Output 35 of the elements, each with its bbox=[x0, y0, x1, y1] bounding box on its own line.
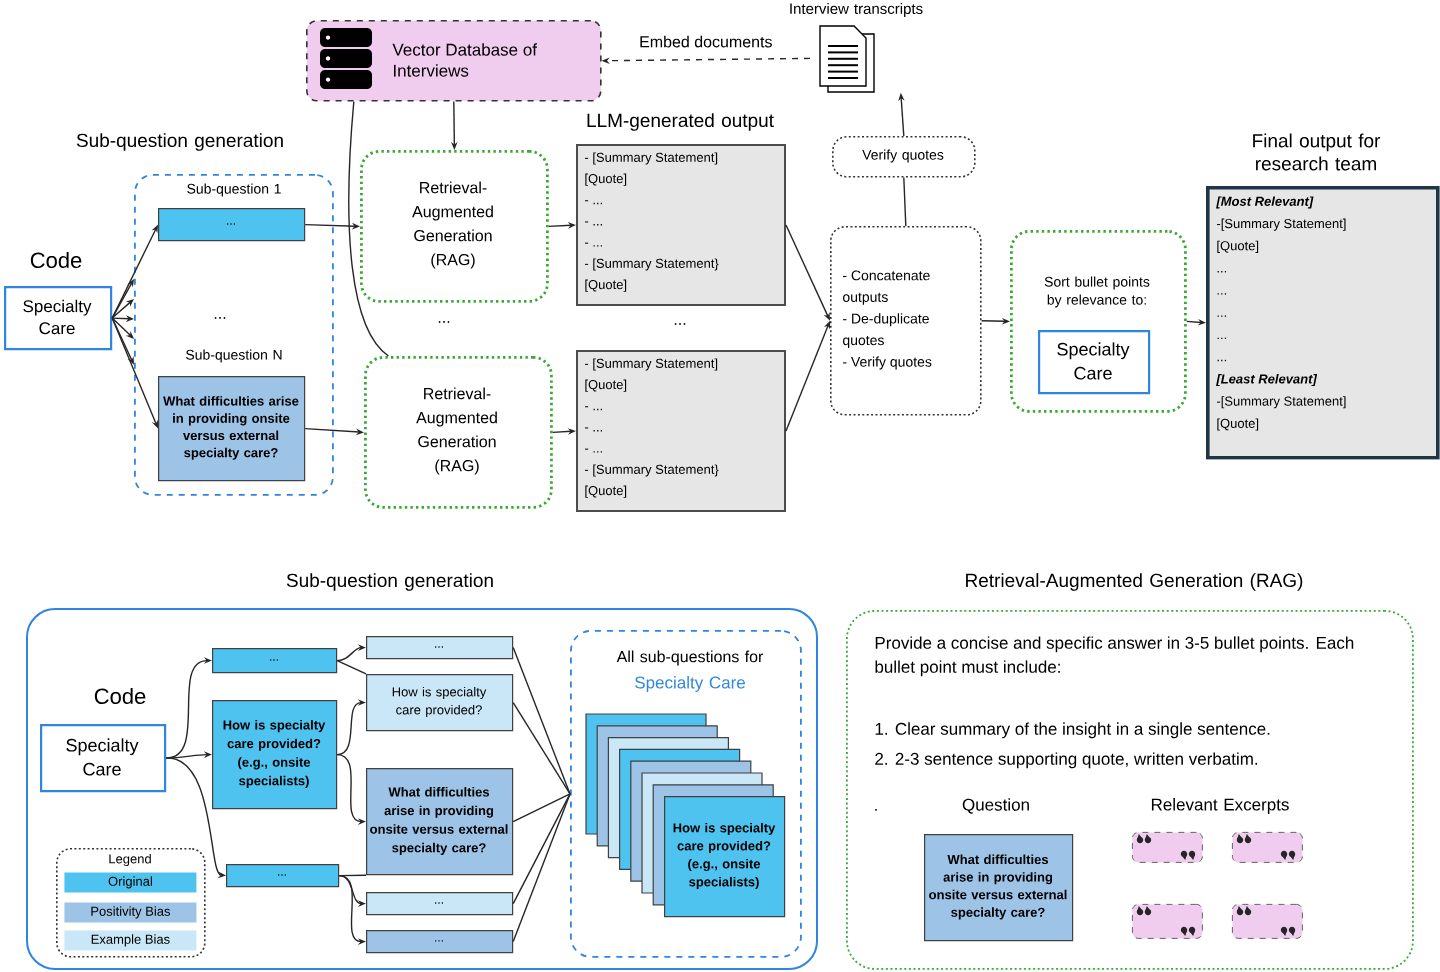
rag-box: Retrieval-Augmented Generation (RAG) bbox=[360, 150, 549, 303]
section-title: Sub-question generation bbox=[286, 573, 493, 591]
section-title: Sub-question generation bbox=[76, 133, 283, 151]
connector-line bbox=[512, 793, 571, 905]
code-box: Specialty Care bbox=[4, 286, 113, 351]
heading: Code bbox=[94, 687, 146, 705]
connector-line bbox=[512, 793, 571, 943]
panel bbox=[26, 608, 818, 970]
code-box: Specialty Care bbox=[40, 724, 167, 793]
connector-line bbox=[338, 874, 367, 877]
excerpt-box bbox=[1232, 904, 1303, 939]
excerpt-box bbox=[1232, 832, 1303, 863]
arrow bbox=[111, 317, 134, 339]
connector-line bbox=[336, 659, 367, 675]
caption: Relevant Excerpts bbox=[1151, 798, 1289, 814]
dashed-group bbox=[134, 174, 334, 496]
connector-line bbox=[348, 100, 390, 357]
connector-line bbox=[512, 793, 571, 823]
edge-label: Embed documents bbox=[637, 33, 775, 50]
connector-line bbox=[512, 701, 571, 795]
ellipsis: ... bbox=[214, 317, 226, 319]
heading: Final output for research team bbox=[1253, 133, 1381, 171]
section-title: Retrieval-Augmented Generation (RAG) bbox=[966, 573, 1303, 591]
dot-mark: . bbox=[875, 809, 877, 811]
heading: Code bbox=[30, 251, 82, 269]
connector-line bbox=[512, 646, 571, 795]
excerpt-box bbox=[1132, 904, 1203, 939]
code-box: Specialty Care bbox=[1038, 330, 1151, 395]
rag-box: Retrieval-Augmented Generation (RAG) bbox=[364, 356, 553, 509]
section-title: LLM-generated output bbox=[587, 113, 774, 131]
ellipsis: ... bbox=[438, 321, 450, 323]
caption: Question bbox=[962, 798, 1029, 814]
connector-line bbox=[903, 176, 907, 227]
ellipsis: ... bbox=[674, 323, 686, 325]
excerpt-box bbox=[1132, 832, 1203, 863]
